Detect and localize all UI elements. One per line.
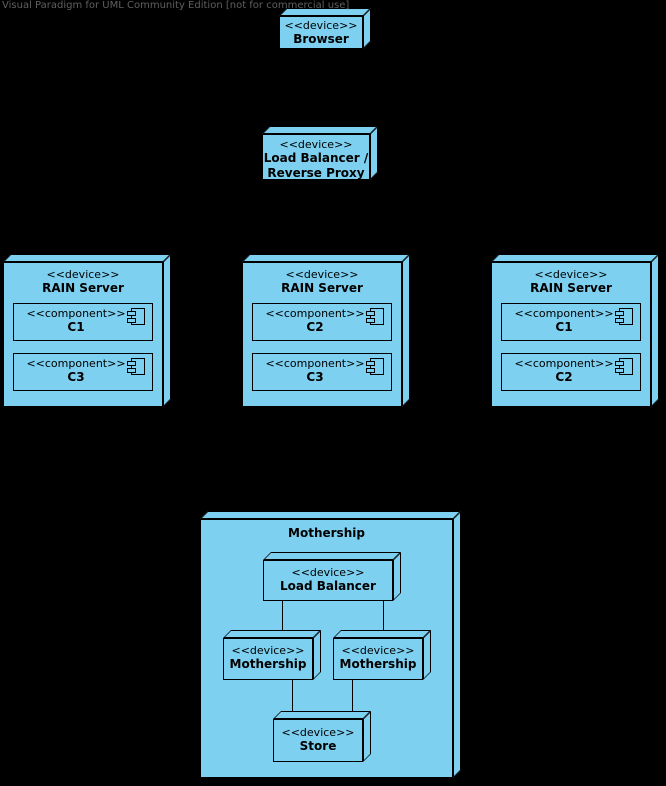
component-name-label: C2 [306, 320, 324, 334]
node-name-label: Browser [293, 32, 349, 46]
node-front-face: <<device>> Mothership [333, 638, 423, 680]
component-icon [366, 308, 384, 325]
node-front-face: <<device>> Store [273, 719, 363, 762]
edge-lb-to-mothership-right [383, 601, 384, 641]
node-front-face: <<device>> Load Balancer [263, 560, 393, 601]
edge-lb-to-mothership-left [282, 601, 283, 641]
stereotype-label: <<component>> [26, 357, 126, 370]
node-top-face [491, 254, 659, 262]
component-icon [366, 358, 384, 375]
stereotype-label: <<device>> [284, 19, 358, 32]
node-name-label: Mothership [339, 657, 417, 671]
node-mothership-right[interactable]: <<device>> Mothership [333, 630, 431, 680]
edge-mothership-right-to-store [352, 680, 353, 722]
stereotype-label: <<component>> [26, 307, 126, 320]
node-top-face [223, 630, 321, 638]
node-right-face [363, 8, 371, 49]
node-inner-load-balancer[interactable]: <<device>> Load Balancer [263, 552, 401, 601]
stereotype-label: <<device>> [341, 644, 415, 657]
component-name-label: C2 [555, 370, 573, 384]
stereotype-label: <<device>> [279, 138, 353, 151]
node-top-face [3, 254, 171, 262]
node-front-face: <<device>> Load Balancer / Reverse Proxy [262, 134, 370, 180]
node-name-label: Mothership [229, 657, 307, 671]
node-browser[interactable]: <<device>> Browser [279, 8, 371, 49]
stereotype-label: <<component>> [265, 357, 365, 370]
node-name-label-line1: Load Balancer / [263, 151, 369, 165]
component-c2[interactable]: <<component>> C2 [252, 303, 392, 341]
node-store[interactable]: <<device>> Store [273, 711, 371, 762]
node-top-face [262, 126, 378, 134]
stereotype-label: <<component>> [514, 307, 614, 320]
stereotype-label: <<component>> [514, 357, 614, 370]
component-c1[interactable]: <<component>> C1 [501, 303, 641, 341]
node-rain-server-1[interactable]: <<device>> RAIN Server <<component>> C1 … [3, 254, 171, 407]
node-right-face [363, 711, 371, 762]
component-name-label: C3 [67, 370, 85, 384]
edge-mothership-left-to-store [292, 680, 293, 722]
node-name-label: RAIN Server [530, 281, 612, 295]
stereotype-label: <<device>> [285, 268, 359, 281]
stereotype-label: <<device>> [46, 268, 120, 281]
watermark-text: Visual Paradigm for UML Community Editio… [2, 0, 350, 11]
node-name-label: Store [299, 739, 337, 753]
node-mothership-left[interactable]: <<device>> Mothership [223, 630, 321, 680]
stereotype-label: <<device>> [231, 644, 305, 657]
node-right-face [163, 254, 171, 407]
node-right-face [393, 552, 401, 601]
node-top-face [263, 552, 401, 560]
component-c1[interactable]: <<component>> C1 [13, 303, 153, 341]
node-front-face: <<device>> Mothership [223, 638, 313, 680]
stereotype-label: <<device>> [291, 566, 365, 579]
node-name-label: Load Balancer [280, 579, 376, 593]
node-rain-server-2[interactable]: <<device>> RAIN Server <<component>> C2 … [242, 254, 410, 407]
node-top-face [333, 630, 431, 638]
node-top-face [273, 711, 371, 719]
node-right-face [423, 630, 431, 680]
node-right-face [402, 254, 410, 407]
stereotype-label: <<device>> [281, 726, 355, 739]
component-c3[interactable]: <<component>> C3 [13, 353, 153, 391]
node-right-face [651, 254, 659, 407]
stereotype-label: <<device>> [534, 268, 608, 281]
node-name-label-line2: Reverse Proxy [267, 166, 365, 180]
component-icon [615, 308, 633, 325]
stereotype-label: <<component>> [265, 307, 365, 320]
component-name-label: C3 [306, 370, 324, 384]
component-icon [127, 358, 145, 375]
node-top-face [242, 254, 410, 262]
component-icon [615, 358, 633, 375]
node-rain-server-3[interactable]: <<device>> RAIN Server <<component>> C1 … [491, 254, 659, 407]
node-mothership-group[interactable]: Mothership <<device>> Load Balancer <<de… [200, 511, 461, 778]
component-name-label: C1 [555, 320, 573, 334]
component-c2[interactable]: <<component>> C2 [501, 353, 641, 391]
node-right-face [313, 630, 321, 680]
component-icon [127, 308, 145, 325]
node-front-face: <<device>> RAIN Server <<component>> C1 … [491, 262, 651, 407]
component-name-label: C1 [67, 320, 85, 334]
node-name-label: RAIN Server [281, 281, 363, 295]
node-load-balancer-reverse-proxy[interactable]: <<device>> Load Balancer / Reverse Proxy [262, 126, 378, 180]
group-title-label: Mothership [288, 526, 365, 540]
node-front-face: <<device>> RAIN Server <<component>> C1 … [3, 262, 163, 407]
node-name-label: RAIN Server [42, 281, 124, 295]
node-front-face: <<device>> RAIN Server <<component>> C2 … [242, 262, 402, 407]
component-c3[interactable]: <<component>> C3 [252, 353, 392, 391]
node-front-face: <<device>> Browser [279, 16, 363, 49]
node-right-face [370, 126, 378, 180]
node-right-face [453, 511, 461, 778]
node-top-face [200, 511, 461, 519]
